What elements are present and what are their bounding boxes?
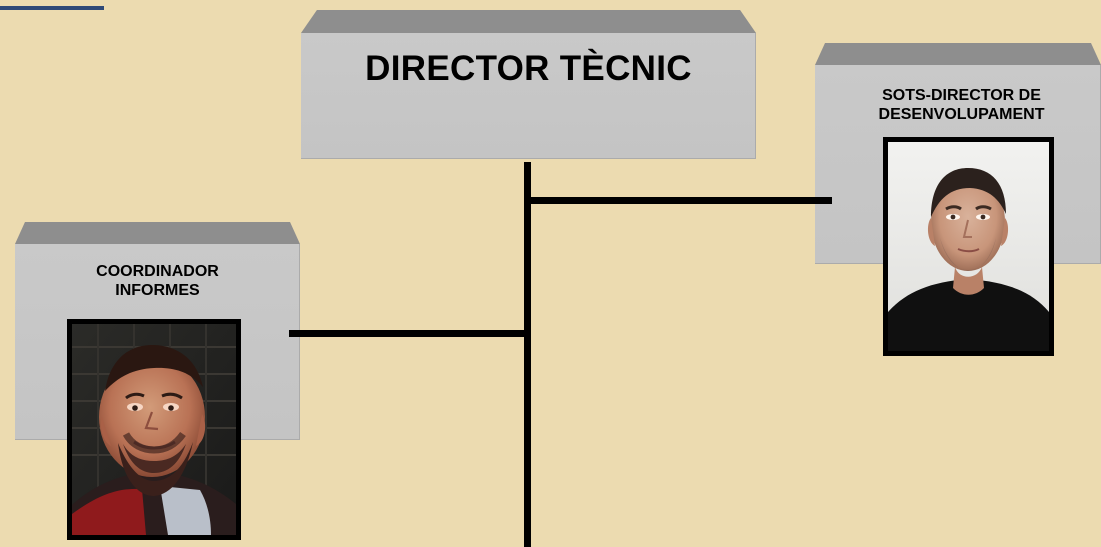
- director-title: DIRECTOR TÈCNIC: [365, 49, 692, 88]
- sub-director-box-top: [815, 43, 1101, 65]
- coordinator-portrait: [67, 319, 241, 540]
- sub-director-title-line-1: SOTS-DIRECTOR DE: [882, 87, 1041, 104]
- sub-director-title: SOTS-DIRECTOR DE DESENVOLUPAMENT: [822, 86, 1101, 124]
- sub-director-portrait-image: [888, 142, 1049, 351]
- coordinator-connector: [289, 330, 524, 337]
- coordinator-portrait-image: [72, 324, 236, 535]
- coordinator-title-line-2: INFORMES: [115, 282, 200, 299]
- director-box-top: [301, 10, 756, 33]
- vertical-connector: [524, 162, 531, 547]
- top-accent-bar: [0, 6, 104, 10]
- sub-director-title-line-2: DESENVOLUPAMENT: [878, 106, 1045, 123]
- coordinator-box-top: [15, 222, 300, 244]
- coordinator-title: COORDINADOR INFORMES: [15, 262, 300, 300]
- sub-director-portrait: [883, 137, 1054, 356]
- sub-director-connector: [531, 197, 832, 204]
- director-box: [301, 33, 756, 159]
- coordinator-title-line-1: COORDINADOR: [96, 263, 219, 280]
